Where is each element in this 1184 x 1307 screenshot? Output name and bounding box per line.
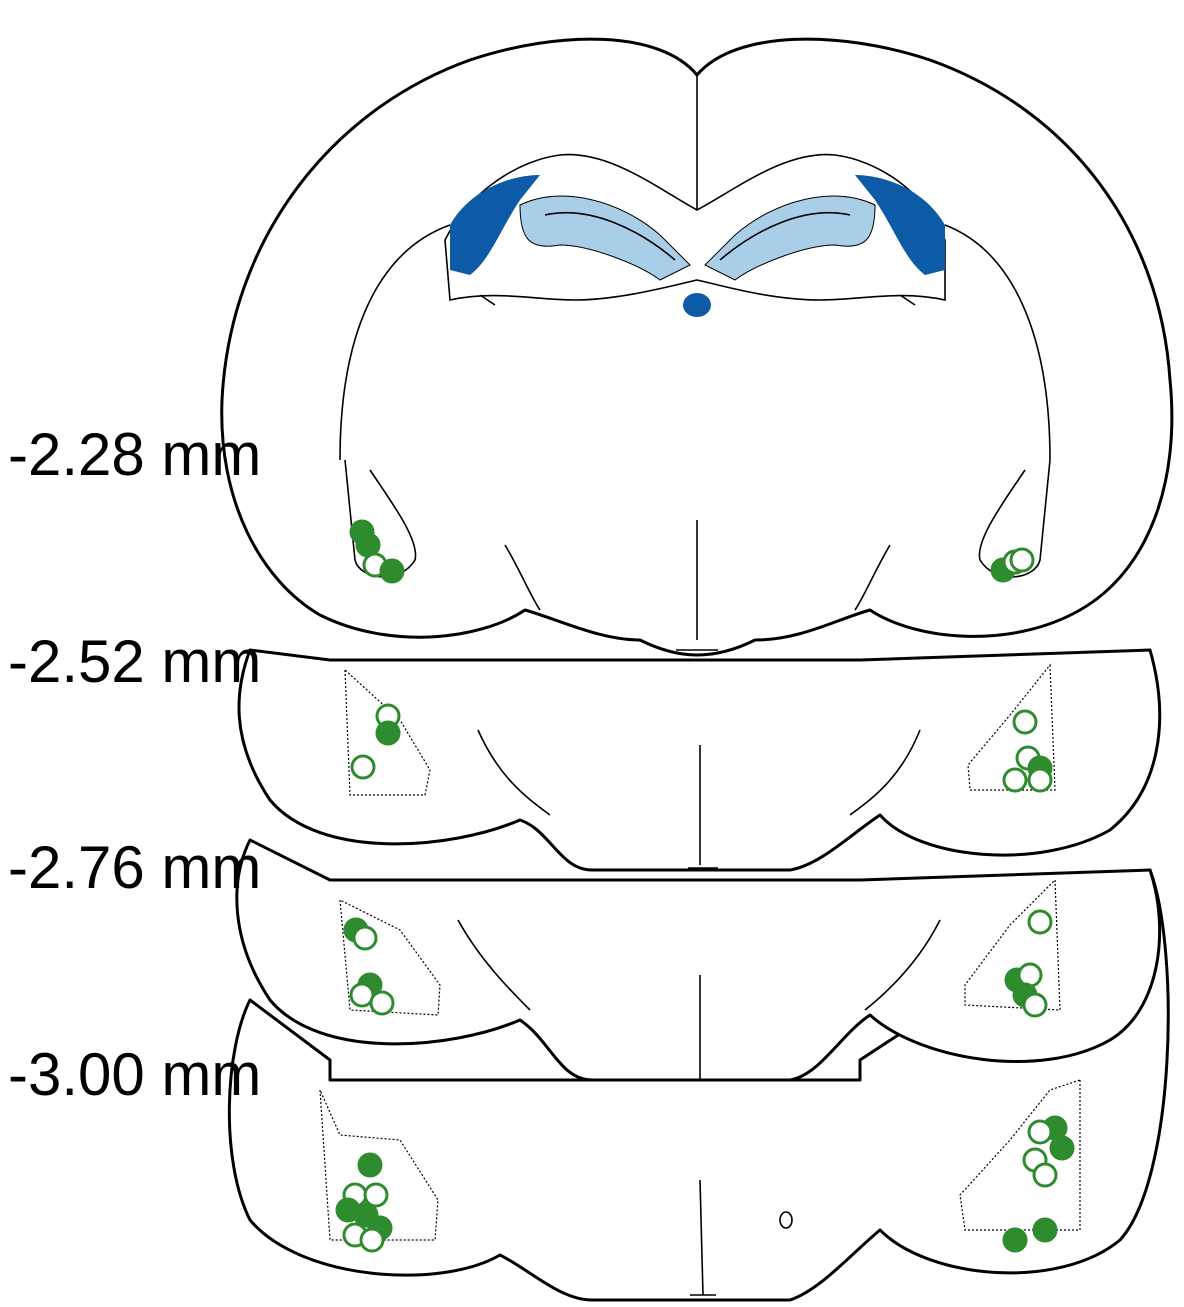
open-marker [1014, 711, 1036, 733]
open-marker [1011, 549, 1033, 571]
open-marker [1034, 1164, 1056, 1186]
open-marker [365, 1184, 387, 1206]
level-label-3-00: -3.00 mm [8, 1041, 261, 1108]
filled-marker [377, 722, 399, 744]
level-label-2-76: -2.76 mm [8, 834, 261, 901]
open-marker [352, 756, 374, 778]
filled-marker [359, 1154, 381, 1176]
open-marker [1029, 911, 1051, 933]
open-marker [371, 992, 393, 1014]
open-marker [354, 927, 376, 949]
open-marker [1019, 964, 1041, 986]
open-marker [1029, 1121, 1051, 1143]
filled-marker [1051, 1137, 1073, 1159]
section-minus-2-76 [237, 840, 1160, 1080]
filled-marker [1004, 1229, 1026, 1251]
open-marker [361, 1229, 383, 1251]
open-marker [1029, 769, 1051, 791]
level-label-2-52: -2.52 mm [8, 628, 261, 695]
filled-marker [1034, 1219, 1056, 1241]
filled-marker [381, 560, 403, 582]
level-label-2-28: -2.28 mm [8, 421, 261, 488]
open-marker [1024, 994, 1046, 1016]
open-marker [1004, 769, 1026, 791]
